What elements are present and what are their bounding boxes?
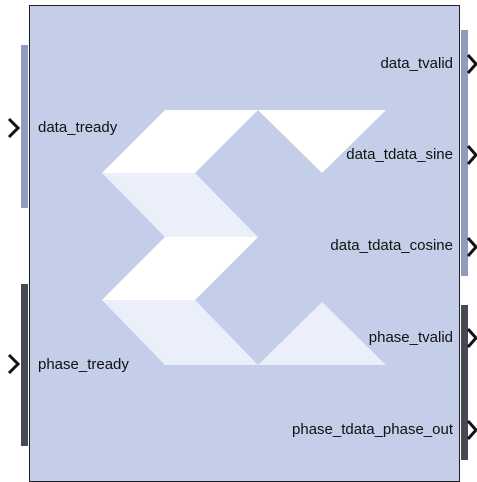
port-label-data-tdata-cosine: data_tdata_cosine — [330, 237, 453, 254]
data-tdata-cosine-port-chevron-icon[interactable] — [466, 236, 477, 258]
port-label-phase-tdata-phase-out: phase_tdata_phase_out — [292, 421, 453, 438]
data-tready-port-chevron-icon[interactable] — [6, 117, 22, 139]
data-tdata-sine-port-chevron-icon[interactable] — [466, 144, 477, 166]
port-label-phase-tvalid: phase_tvalid — [368, 329, 453, 346]
phase-tready-port-chevron-icon[interactable] — [6, 353, 22, 375]
port-label-data-tvalid: data_tvalid — [380, 55, 453, 72]
phase-tdata-phase-out-port-chevron-icon[interactable] — [466, 419, 477, 441]
port-label-data-tdata-sine: data_tdata_sine — [346, 146, 453, 163]
data-tvalid-port-chevron-icon[interactable] — [466, 53, 477, 75]
left-bus-phase — [21, 284, 28, 446]
right-bus-data — [461, 30, 468, 276]
port-label-phase-tready: phase_tready — [38, 356, 129, 373]
left-bus-data — [21, 45, 28, 208]
port-label-data-tready: data_tready — [38, 119, 118, 136]
right-bus-phase — [461, 305, 468, 460]
phase-tvalid-port-chevron-icon[interactable] — [466, 327, 477, 349]
